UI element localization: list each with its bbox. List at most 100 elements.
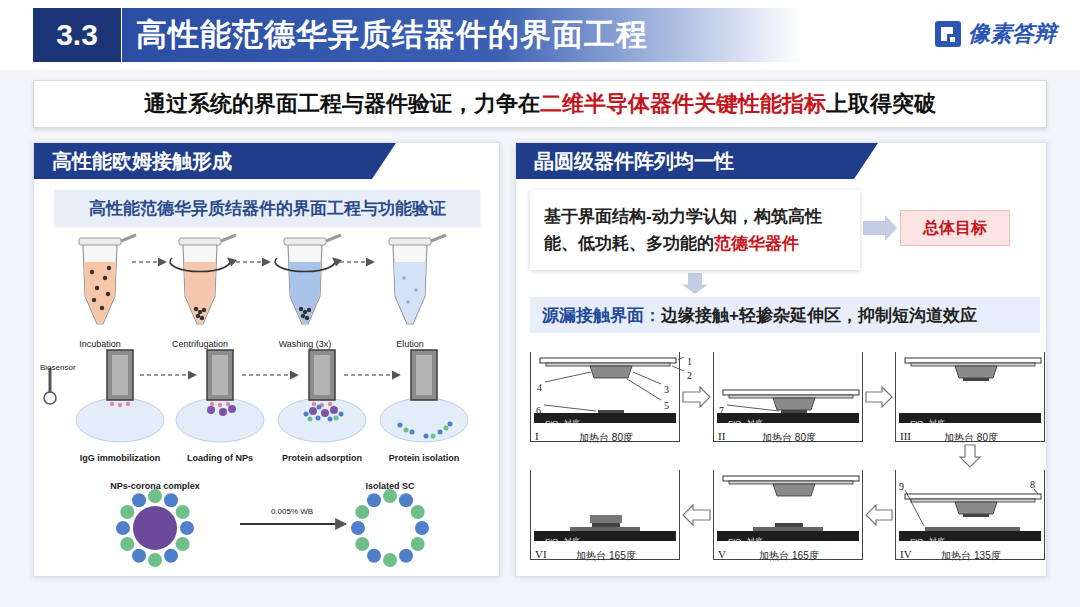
label-anchor: SiO₂-衬底: [910, 530, 945, 548]
label-anchor: I: [535, 426, 539, 444]
substrate-label: SiO₂-衬底: [910, 419, 945, 428]
callout-number: 2: [687, 370, 692, 381]
wash-arrow: [240, 523, 346, 525]
label-anchor: 9: [899, 476, 904, 494]
step-arrow: [866, 387, 892, 407]
label-anchor: 像素答辩: [968, 19, 1056, 49]
label-anchor: SiO₂-衬底: [910, 412, 945, 430]
step-arrow: [683, 387, 710, 407]
label-anchor: Protein isolation: [389, 447, 460, 465]
sensor-chips: [107, 350, 437, 400]
panel-subtitle: 高性能范德华异质结器件的界面工程与功能验证: [55, 190, 480, 226]
label-anchor: III: [900, 426, 911, 444]
step-label: Protein isolation: [389, 453, 460, 463]
heater-label: 加热台 80度: [762, 432, 816, 443]
label-anchor: 3: [664, 379, 669, 397]
heater-label: 加热台 165度: [576, 550, 635, 561]
biosensor-pipette: [44, 368, 56, 404]
label-anchor: Incubation: [79, 333, 121, 351]
callout-number: 4: [537, 382, 542, 393]
label-anchor: SiO₂-衬底: [545, 530, 580, 548]
target-text: 总体目标: [923, 218, 987, 239]
label-anchor: 加热台 80度: [579, 427, 633, 445]
substrate-label: SiO₂-衬底: [545, 419, 580, 428]
panel-heading: 高性能欧姆接触形成: [34, 143, 396, 179]
substrate-label: SiO₂-衬底: [545, 537, 580, 546]
label-anchor: 1: [687, 351, 692, 369]
label-anchor: Elution: [396, 333, 424, 351]
device-label: Biosensor: [40, 363, 76, 372]
right-panel: 晶圆级器件阵列均一性基于界面结构-动力学认知，构筑高性能、低功耗、多功能的范德华…: [515, 142, 1047, 577]
goal-box: 基于界面结构-动力学认知，构筑高性能、低功耗、多功能的范德华器件: [530, 190, 860, 270]
stage-numeral: I: [535, 430, 539, 442]
highlight-text: 二维半导体器件关键性能指标: [540, 91, 826, 116]
step-label: Incubation: [79, 339, 121, 349]
label-anchor: Loading of NPs: [187, 447, 253, 465]
figure-label: NPs-corona complex: [110, 481, 200, 491]
label-anchor: II: [718, 426, 725, 444]
label-anchor: 2: [687, 365, 692, 383]
step-label: Loading of NPs: [187, 453, 253, 463]
label-anchor: 加热台 165度: [576, 545, 635, 563]
label-anchor: SiO₂-衬底: [545, 412, 580, 430]
label-anchor: 加热台 135度: [941, 545, 1000, 563]
text-line: 基于界面结构-动力学认知，构筑高性能、低功耗、多功能的范德华器件: [544, 203, 846, 257]
substrate-label: SiO₂-衬底: [728, 537, 763, 546]
label-anchor: 加热台 80度: [944, 427, 998, 445]
label-anchor: 6: [536, 400, 541, 418]
flow-arrow: [863, 215, 897, 241]
heater-stage: IISiO₂-衬底加热台 80度: [713, 352, 863, 442]
callout-number: 6: [536, 405, 541, 416]
label-anchor: IV: [900, 544, 912, 562]
panel-subtitle-text: 高性能范德华异质结器件的界面工程与功能验证: [89, 197, 446, 220]
logo-dot: [950, 37, 955, 42]
leader-lines: [544, 357, 1038, 526]
label-anchor: 4: [537, 377, 542, 395]
label-anchor: Washing (3x): [279, 333, 332, 351]
logo-icon: [934, 20, 962, 48]
label-anchor: SiO₂-衬底: [728, 412, 763, 430]
label-anchor: 0.005% WB: [271, 500, 313, 518]
left-panel: 高性能欧姆接触形成高性能范德华异质结器件的界面工程与功能验证: [33, 142, 500, 577]
substrate-label: SiO₂-衬底: [910, 537, 945, 546]
subtitle-box: 通过系统的界面工程与器件验证，力争在二维半导体器件关键性能指标上取得突破: [33, 80, 1047, 128]
text-line: 源漏接触界面：边缘接触+轻掺杂延伸区，抑制短沟道效应: [542, 304, 977, 327]
stage-numeral: IV: [900, 548, 912, 560]
heater-label: 加热台 80度: [579, 432, 633, 443]
label-anchor: Biosensor: [40, 356, 76, 374]
sensor-domes: [76, 398, 468, 442]
slide-title: 高性能范德华异质结器件的界面工程: [136, 17, 648, 52]
isolated-ring: [351, 489, 429, 567]
callout-number: 5: [664, 400, 669, 411]
label-anchor: NPs-corona complex: [110, 475, 200, 493]
callout-number: 7: [719, 405, 724, 416]
step-arrow: [683, 505, 710, 525]
title-banner: 高性能范德华异质结器件的界面工程: [122, 8, 802, 62]
heater-stage: VI SiO₂-衬底加热台 165度: [530, 470, 680, 560]
arrow-label: 0.005% WB: [271, 507, 313, 516]
label-anchor: IgG immobilization: [80, 447, 161, 465]
label-anchor: V: [718, 544, 726, 562]
step-label: Centrifugation: [172, 339, 228, 349]
step-label: Washing (3x): [279, 339, 332, 349]
callout-number: 9: [899, 481, 904, 492]
contact-band: 源漏接触界面：边缘接触+轻掺杂延伸区，抑制短沟道效应: [530, 297, 1040, 333]
highlight-text: 范德华器件: [714, 234, 799, 253]
nanoparticle-core: [133, 506, 177, 550]
heater-stage: IV SiO₂-衬底加热台 135度: [895, 470, 1045, 560]
label-anchor: 加热台 165度: [759, 545, 818, 563]
heater-label: 加热台 165度: [759, 550, 818, 561]
subtitle-text: 通过系统的界面工程与器件验证，力争在: [144, 91, 540, 116]
substrate-bars: [534, 413, 1041, 541]
label-anchor: 8: [1030, 474, 1035, 492]
step-label: Elution: [396, 339, 424, 349]
subtitle-text: 上取得突破: [826, 91, 936, 116]
stage-numeral: VI: [535, 548, 547, 560]
label-anchor: SiO₂-衬底: [728, 530, 763, 548]
band-text: 边缘接触+轻掺杂延伸区，抑制短沟道效应: [661, 306, 977, 325]
step-arrow: [866, 505, 892, 525]
tube-incubation: [79, 235, 136, 324]
label-anchor: 7: [719, 400, 724, 418]
label-anchor: 5: [664, 395, 669, 413]
